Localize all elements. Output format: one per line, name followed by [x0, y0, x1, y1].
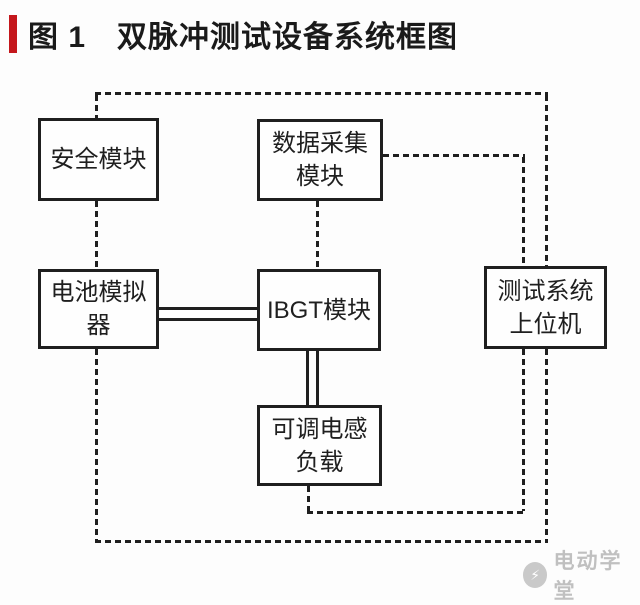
edge-outer-right-lower — [545, 349, 548, 540]
figure-canvas: 图 1 双脉冲测试设备系统框图 安全模块 数据采集 模块 电池模拟 器 IBGT… — [9, 15, 620, 603]
node-label: 负载 — [295, 448, 344, 476]
bus-igbt-load-line1 — [306, 351, 309, 405]
edge-outer-bottom — [95, 540, 548, 543]
edge-battery-bottom-down — [95, 349, 98, 541]
edge-inner-right-lower — [522, 349, 525, 511]
node-label: 器 — [86, 312, 111, 339]
bus-igbt-load-line2 — [316, 351, 319, 405]
node-label: 上位机 — [509, 310, 582, 338]
node-battery-simulator: 电池模拟 器 — [38, 269, 159, 349]
node-label: 数据采集 — [272, 130, 368, 157]
node-safety-module: 安全模块 — [38, 118, 159, 201]
node-label: 可调电感 — [271, 415, 368, 443]
edge-inner-bottom — [307, 511, 525, 514]
node-adjustable-inductive-load: 可调电感 负载 — [257, 405, 382, 486]
watermark-text: 电动学堂 — [553, 550, 623, 603]
node-label: IBGT模块 — [266, 296, 371, 324]
lightning-circle-icon: ⚡ — [523, 562, 548, 588]
node-label: 电池模拟 — [50, 279, 147, 306]
node-data-acquisition-module: 数据采集 模块 — [257, 119, 383, 201]
edge-inner-right-upper — [522, 157, 525, 266]
title-accent-bar — [9, 15, 17, 53]
node-label: 测试系统 — [497, 277, 594, 305]
node-test-system-host: 测试系统 上位机 — [484, 266, 607, 349]
bus-battery-igbt-line1 — [159, 307, 257, 310]
edge-outer-right-upper — [545, 95, 548, 266]
bus-battery-igbt-line2 — [159, 318, 257, 321]
figure-title: 图 1 双脉冲测试设备系统框图 — [28, 21, 459, 54]
edge-daq-to-igbt — [316, 201, 319, 269]
watermark: ⚡ 电动学堂 — [523, 545, 640, 605]
edge-load-bottom-up — [307, 486, 310, 511]
edge-daq-to-right — [383, 154, 525, 157]
edge-outer-top — [95, 92, 548, 95]
node-igbt-module: IBGT模块 — [257, 269, 381, 351]
edge-safety-to-battery — [95, 201, 98, 269]
node-label: 安全模块 — [50, 146, 147, 173]
node-label: 模块 — [296, 163, 344, 190]
edge-safety-top-up — [95, 95, 98, 118]
